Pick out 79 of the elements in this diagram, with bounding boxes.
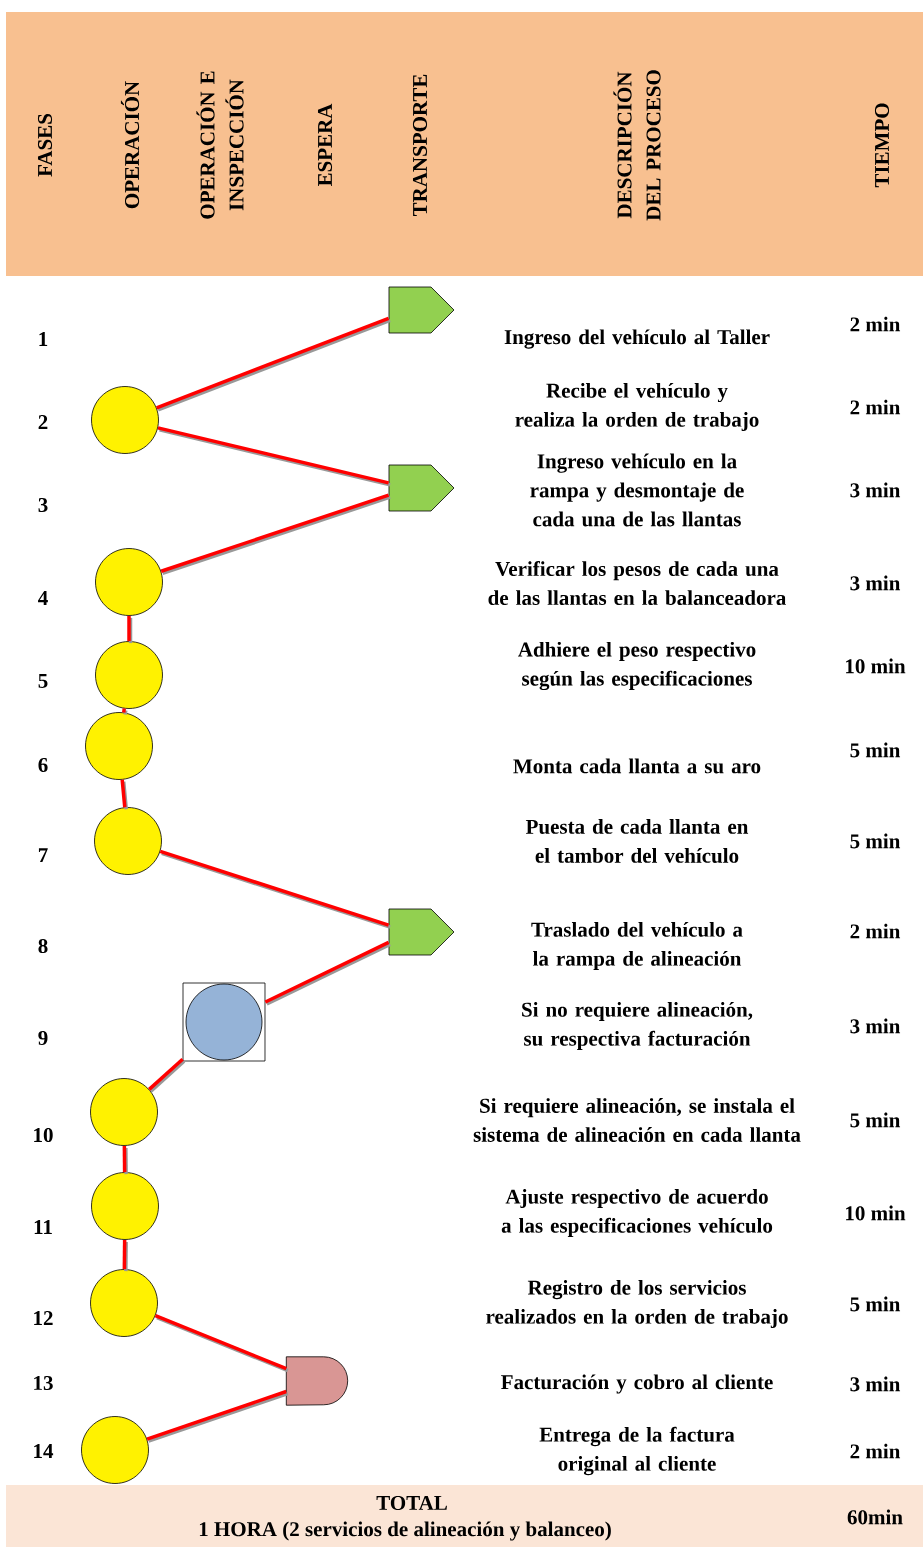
- operation-circle: [90, 1269, 158, 1337]
- process-description: Recibe el vehículo y realiza la orden de trabajo: [515, 383, 759, 432]
- time-value: 3 min: [850, 1018, 901, 1034]
- phase-number: 5: [38, 674, 48, 688]
- phase-number: 14: [34, 1444, 54, 1458]
- connector-line: [122, 1239, 128, 1272]
- phase-number: 6: [38, 757, 48, 773]
- connector-line: [264, 940, 391, 1006]
- phase-number: 7: [38, 848, 48, 862]
- column-header: OPERACIÓN E INSPECCIÓN: [196, 71, 244, 219]
- time-value: 2 min: [850, 399, 901, 415]
- inspection-symbol: [182, 982, 266, 1062]
- column-header: FASES: [37, 114, 53, 177]
- column-header: TRANSPORTE: [412, 74, 428, 217]
- phase-number: 1: [39, 332, 48, 346]
- delay-symbol: [285, 1356, 349, 1406]
- transport-arrow: [388, 286, 455, 334]
- process-description: Ajuste respectivo de acuerdo a las especificaciones vehículo: [501, 1189, 773, 1238]
- time-value: 2 min: [850, 1443, 901, 1459]
- connector-line: [157, 426, 391, 487]
- operation-circle: [85, 712, 153, 780]
- phase-number: 11: [34, 1220, 52, 1234]
- operation-circle: [91, 1172, 159, 1240]
- operation-circle: [81, 1416, 149, 1484]
- connector-line: [160, 493, 391, 575]
- phase-number: 3: [38, 497, 48, 513]
- time-value: 10 min: [846, 658, 906, 674]
- connector-line: [127, 615, 133, 644]
- operation-circle: [91, 386, 159, 454]
- column-header: OPERACIÓN: [120, 81, 140, 209]
- process-description: Puesta de cada llanta en el tambor del vehículo: [525, 819, 749, 863]
- operation-circle: [95, 641, 163, 709]
- phase-number: 10: [34, 1127, 53, 1143]
- phase-number: 12: [34, 1311, 53, 1325]
- connector-line: [159, 849, 391, 929]
- phase-number: 13: [34, 1375, 53, 1391]
- process-description: Verificar los pesos de cada una de las llantas en la balanceadora: [488, 561, 786, 605]
- operation-circle: [90, 1078, 158, 1146]
- connector-line: [122, 1145, 128, 1175]
- time-value: 3 min: [850, 1376, 901, 1392]
- process-description: Monta cada llanta a su aro: [513, 758, 761, 774]
- phase-number: 8: [38, 938, 48, 954]
- time-value: 2 min: [850, 923, 901, 939]
- process-description: Ingreso del vehículo al Taller: [504, 329, 770, 349]
- operation-circle: [94, 807, 162, 875]
- time-value: 3 min: [850, 575, 901, 591]
- process-description: Entrega de la factura original al cliente: [539, 1426, 735, 1476]
- transport-arrow: [388, 464, 455, 512]
- process-description: Facturación y cobro al cliente: [501, 1374, 773, 1394]
- connector-line: [154, 1314, 289, 1373]
- column-header: TIEMPO: [874, 103, 890, 188]
- process-description: Si requiere alineación, se instala el sistema de alineación en cada llanta: [473, 1098, 801, 1142]
- time-value: 5 min: [850, 1112, 901, 1128]
- column-header: DESCRIPCIÓN DEL PROCESO: [613, 70, 661, 221]
- time-value: 10 min: [846, 1205, 906, 1221]
- operation-circle: [95, 548, 163, 616]
- phase-number: 9: [38, 1030, 48, 1046]
- column-header: ESPERA: [317, 103, 333, 187]
- time-value: 3 min: [850, 482, 901, 498]
- process-description: Adhiere el peso respectivo según las especificaciones: [518, 641, 756, 691]
- transport-arrow: [388, 908, 455, 956]
- total-description: 1 HORA (2 servicios de alineación y balanceo): [199, 1521, 611, 1541]
- connector-line: [148, 1057, 186, 1093]
- total-time: 60min: [847, 1509, 903, 1525]
- phase-number: 4: [38, 591, 48, 605]
- time-value: 5 min: [850, 1296, 901, 1312]
- process-description: Si no requiere alineación, su respectiva facturación: [522, 1002, 753, 1051]
- time-value: 2 min: [850, 316, 901, 332]
- phase-number: 2: [38, 415, 48, 429]
- connector-line: [146, 1389, 289, 1443]
- connector-line: [120, 779, 129, 810]
- process-description: Registro de los servicios realizados en la orden de trabajo: [486, 1280, 788, 1329]
- connector-line: [156, 316, 391, 412]
- connector-line: [122, 708, 128, 715]
- process-description: Traslado del vehículo a la rampa de alineación: [531, 922, 743, 971]
- process-description: Ingreso vehículo en la rampa y desmontaje de cada una de las llantas: [530, 453, 744, 527]
- time-value: 5 min: [850, 742, 901, 758]
- total-label: TOTAL: [376, 1495, 447, 1511]
- time-value: 5 min: [850, 833, 901, 849]
